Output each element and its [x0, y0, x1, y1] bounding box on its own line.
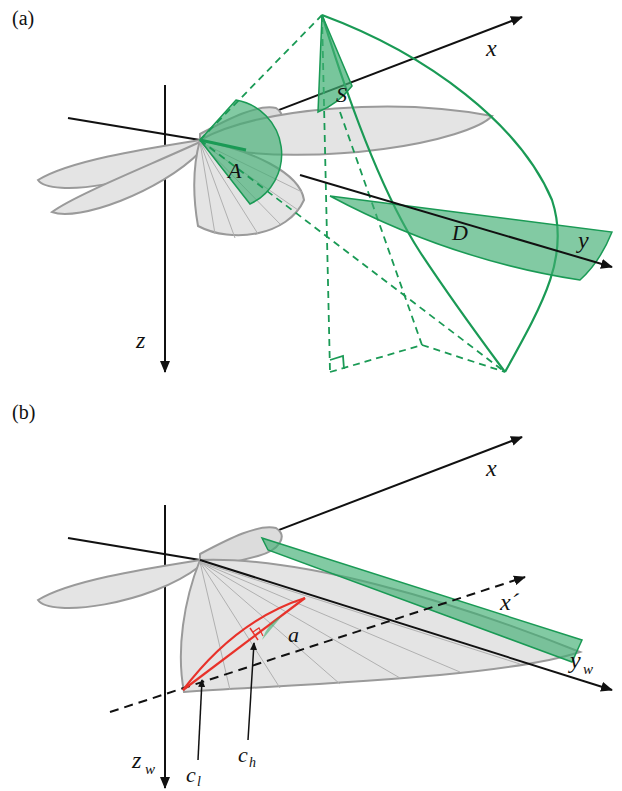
axis-subscript: w	[145, 762, 155, 777]
panel-label: (b)	[12, 402, 35, 422]
panel-label: (a)	[12, 8, 34, 28]
chord-label: c	[238, 744, 248, 766]
angle-label: D	[452, 222, 468, 244]
angle-label: A	[228, 160, 241, 182]
chord-subscript: l	[197, 775, 201, 789]
axis-label: z	[136, 328, 145, 352]
axis-label: y	[578, 228, 589, 252]
axis-label: y	[570, 648, 581, 672]
chord-label: c	[186, 764, 196, 786]
axis-label: x	[486, 456, 497, 480]
angle-label: a	[288, 624, 299, 646]
axis-subscript: w	[583, 662, 593, 677]
axis-label: x´	[500, 590, 519, 614]
angle-label: S	[336, 84, 347, 106]
axis-label: z	[132, 748, 141, 772]
axis-label: x	[486, 36, 497, 60]
chord-subscript: h	[249, 756, 256, 770]
